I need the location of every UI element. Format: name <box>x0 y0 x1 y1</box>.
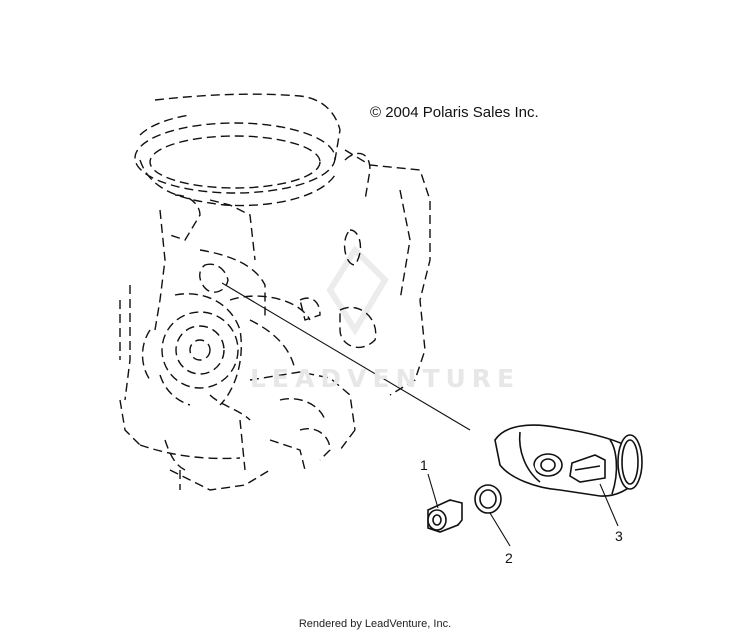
footer-credit: Rendered by LeadVenture, Inc. <box>298 618 452 630</box>
callout-3: 3 <box>615 528 623 544</box>
elbow-fitting-part-3 <box>494 424 643 497</box>
engine-block-outline <box>119 93 431 491</box>
callout-1: 1 <box>420 457 428 473</box>
washer-part-2 <box>474 484 502 514</box>
copyright-notice: © 2004 Polaris Sales Inc. <box>370 104 539 121</box>
plug-part-1 <box>427 499 463 533</box>
callout-2: 2 <box>505 550 513 566</box>
watermark-logo <box>326 245 389 336</box>
callout-leaders <box>427 473 619 547</box>
watermark-text: LEADVENTURE <box>250 364 521 393</box>
leader-line-main <box>221 282 471 431</box>
